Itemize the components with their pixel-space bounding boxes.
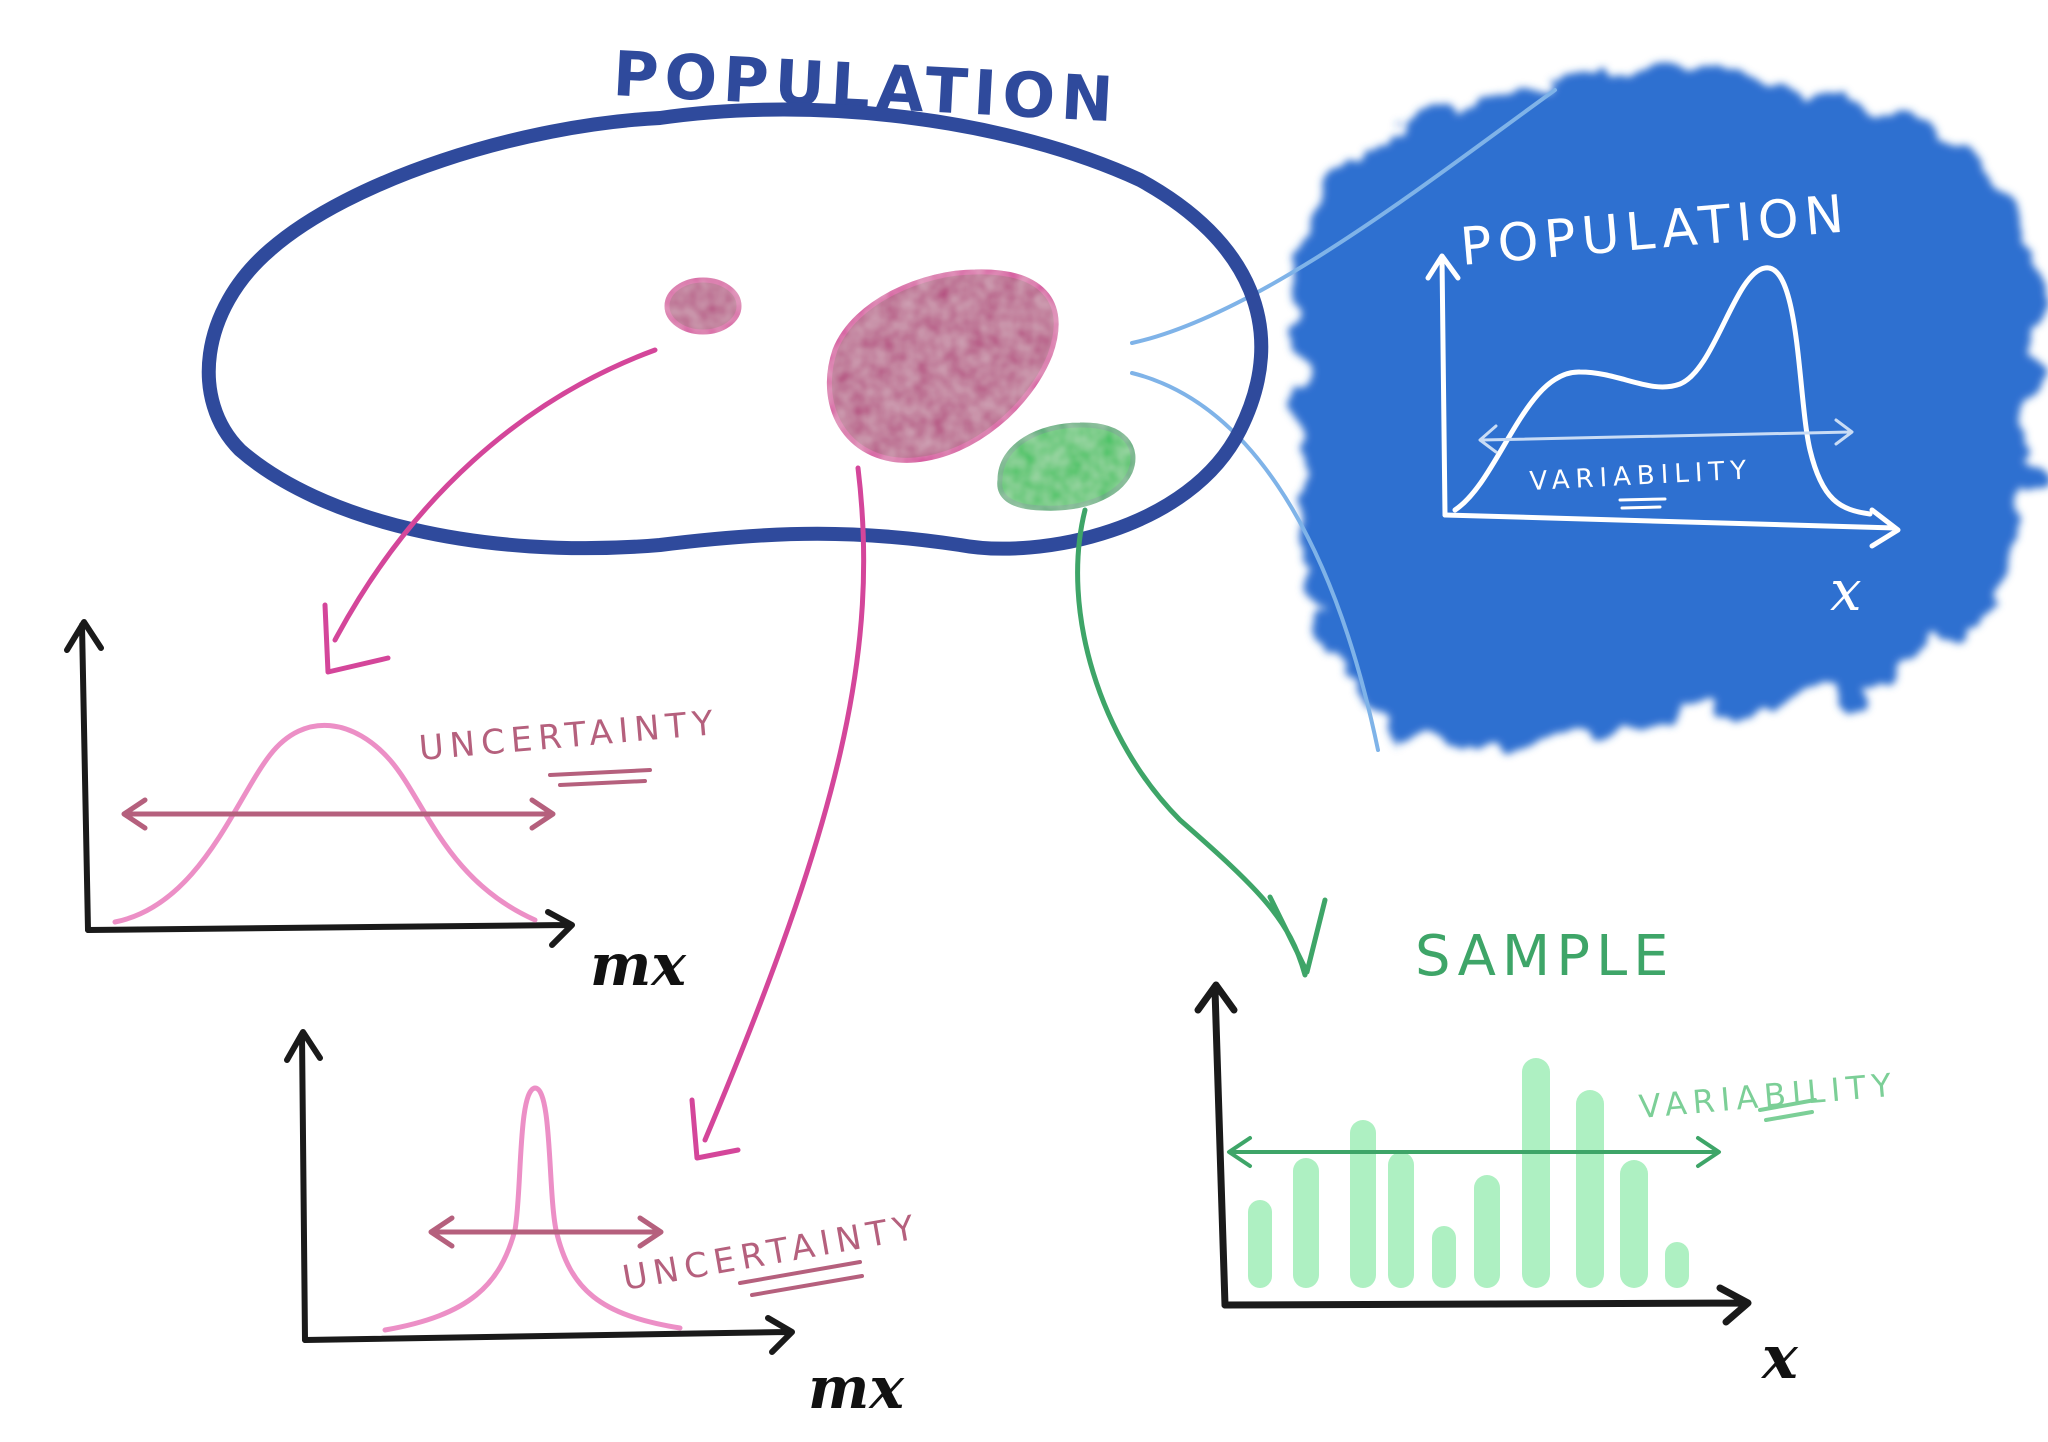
population-inset: POPULATION VARIABILITY x: [1296, 71, 2038, 747]
sample-plot: SAMPLE VARIABILITY x: [1194, 924, 1899, 1393]
narrow-uncertainty-label: UNCERTAINTY: [620, 1207, 923, 1299]
wide-plot-y-axis: [64, 619, 104, 933]
narrow-plot-y-axis: [284, 1029, 323, 1343]
zoom-line-top: [1130, 88, 1557, 345]
inset-bimodal-curve: [1452, 265, 1873, 517]
sample-plot-y-axis: [1194, 981, 1238, 1309]
population-region: POPULATION: [201, 37, 1269, 556]
small-magenta-sample: [664, 277, 742, 335]
narrow-peaked-curve: [382, 1085, 683, 1333]
wide-uncertainty-plot: UNCERTAINTY mx: [64, 619, 721, 999]
inset-x-axis: [1442, 507, 1901, 549]
sample-variability-arrow: [1227, 1136, 1721, 1168]
sample-plot-x-axis: [1221, 1284, 1752, 1326]
histogram-bar: [1620, 1160, 1648, 1288]
arrow-green-sample-to-sample-distribution: [1075, 507, 1328, 978]
inset-watercolor-background: [1296, 71, 2038, 747]
histogram-bar: [1522, 1058, 1550, 1288]
narrow-plot-x-axis: [302, 1315, 795, 1355]
wide-gaussian-curve: [112, 722, 538, 925]
histogram-bar: [1248, 1200, 1272, 1288]
narrow-uncertainty-underline: [738, 1260, 864, 1297]
arrow-large-sample-to-narrow-uncertainty: [689, 465, 867, 1161]
population-outline: [201, 102, 1269, 556]
histogram-bar: [1474, 1175, 1500, 1288]
narrow-uncertainty-arrow: [428, 1215, 664, 1249]
arrow-small-sample-to-wide-uncertainty: [322, 347, 658, 675]
histogram-bar: [1293, 1158, 1319, 1288]
narrow-plot-x-axis-label: mx: [808, 1354, 905, 1422]
sample-variability-underline: [1758, 1098, 1817, 1122]
wide-uncertainty-arrow: [121, 797, 556, 831]
wide-uncertainty-label: UNCERTAINTY: [417, 703, 720, 769]
population-title: POPULATION: [611, 37, 1121, 136]
sample-histogram-bars: [1248, 1058, 1689, 1288]
wide-uncertainty-underline: [548, 768, 652, 787]
inset-variability-arrow: [1478, 418, 1854, 454]
wide-plot-x-axis-label: mx: [590, 931, 687, 999]
zoom-line-bottom: [1130, 371, 1380, 752]
histogram-bar: [1388, 1152, 1414, 1288]
histogram-bar: [1350, 1120, 1376, 1288]
inset-variability-underline: [1618, 497, 1667, 510]
inset-x-axis-label: x: [1830, 559, 1862, 624]
sample-variability-label: VARIABILITY: [1637, 1066, 1898, 1126]
histogram-bar: [1576, 1090, 1604, 1288]
sample-plot-x-axis-label: x: [1760, 1323, 1799, 1393]
wide-plot-x-axis: [85, 909, 575, 948]
large-magenta-sample: [826, 269, 1059, 463]
histogram-bar: [1432, 1226, 1456, 1288]
histogram-bar: [1665, 1242, 1689, 1288]
green-sample: [997, 422, 1136, 511]
sample-title: SAMPLE: [1415, 924, 1675, 989]
narrow-uncertainty-plot: UNCERTAINTY mx: [284, 1029, 923, 1422]
inset-y-axis: [1425, 253, 1461, 518]
